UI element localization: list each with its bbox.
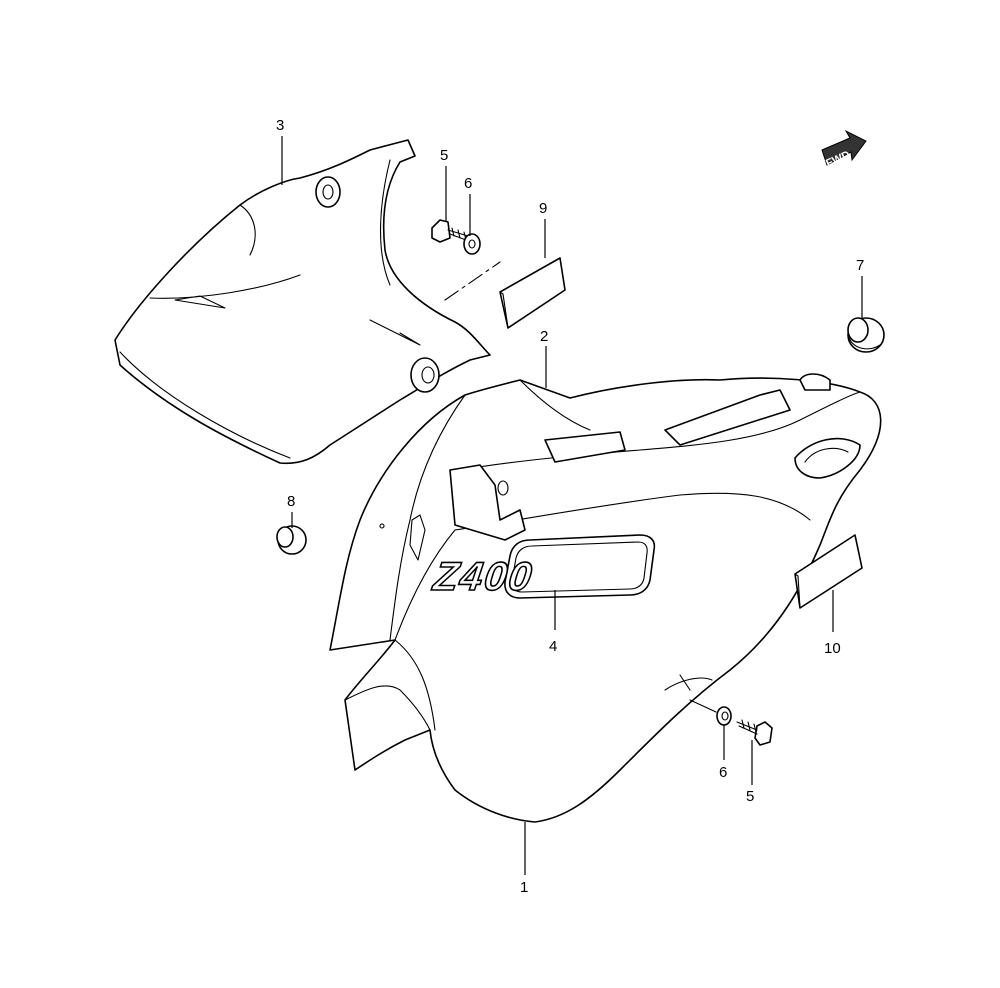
label-part-5-bottom: 5 (746, 788, 754, 805)
part-4-emblem: Z400 (429, 534, 656, 600)
label-part-1: 1 (520, 879, 528, 896)
label-part-9: 9 (539, 200, 547, 217)
part-6-washer-top (463, 233, 481, 255)
emblem-text: Z400 (430, 554, 536, 599)
part-3-side-cover (114, 139, 491, 465)
label-part-6-bottom: 6 (719, 764, 727, 781)
forward-arrow-icon: FWD (821, 129, 867, 170)
label-part-6-top: 6 (464, 175, 472, 192)
label-part-7: 7 (856, 257, 864, 274)
part-1-frame-cover (329, 373, 882, 823)
label-part-10: 10 (824, 640, 841, 657)
part-6-washer-bottom (716, 706, 732, 726)
part-5-bolt-top (431, 219, 469, 243)
part-8-grommet (276, 525, 307, 555)
label-part-8: 8 (287, 493, 295, 510)
label-part-5-top: 5 (440, 147, 448, 164)
part-7-grommet (847, 317, 885, 353)
part-10-pad (794, 534, 863, 609)
label-part-3: 3 (276, 117, 284, 134)
label-part-2: 2 (540, 328, 548, 345)
part-9-pad (499, 257, 566, 329)
part-5-bolt-bottom (736, 719, 773, 746)
label-part-4: 4 (549, 638, 557, 655)
